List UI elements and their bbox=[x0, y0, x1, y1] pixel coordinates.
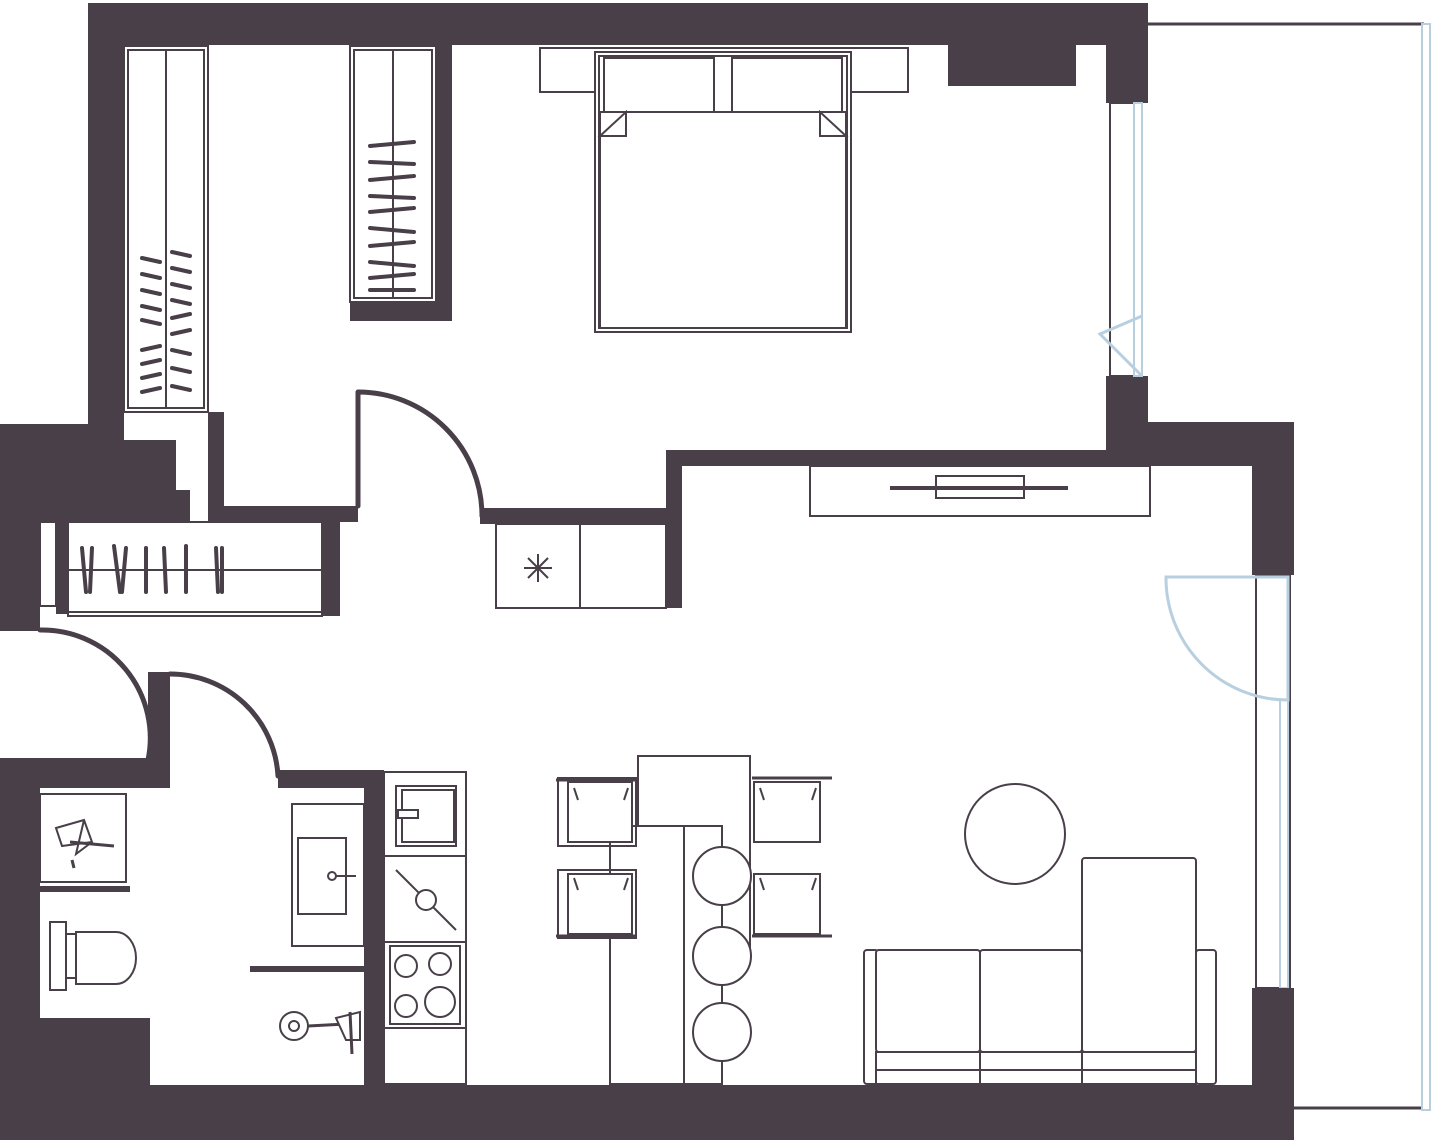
utility-cabinet bbox=[495, 523, 667, 609]
bar-stool bbox=[692, 846, 752, 906]
sink-icon bbox=[291, 803, 365, 947]
sofa-icon bbox=[863, 857, 1217, 1085]
tv-unit bbox=[809, 465, 1151, 517]
wardrobe-icon bbox=[349, 45, 437, 303]
bar-counter bbox=[609, 825, 685, 1085]
bedroom bbox=[123, 45, 909, 413]
sink-icon bbox=[383, 771, 467, 857]
chair-icon bbox=[752, 873, 832, 938]
chair-icon bbox=[556, 777, 637, 847]
door-swing-icon[interactable] bbox=[167, 671, 281, 779]
bar-stool bbox=[692, 1002, 752, 1062]
walls-overlay bbox=[0, 988, 1294, 1140]
door-swing-icon bbox=[1164, 575, 1290, 702]
wardrobe-icon bbox=[39, 521, 323, 617]
wardrobe-icon bbox=[123, 45, 209, 413]
door-swing-icon[interactable] bbox=[37, 627, 153, 763]
toilet-icon bbox=[49, 921, 137, 991]
bar-stool bbox=[692, 926, 752, 986]
hob-icon bbox=[383, 941, 467, 1029]
balcony-glazing bbox=[1421, 23, 1431, 1111]
bed-icon bbox=[539, 47, 909, 333]
chair-icon bbox=[752, 776, 832, 843]
shower-icon bbox=[39, 793, 127, 883]
living-area bbox=[809, 465, 1217, 1085]
bathroom bbox=[39, 793, 365, 1055]
dining-area bbox=[556, 755, 832, 1085]
dishwasher bbox=[383, 855, 467, 943]
hallway bbox=[37, 389, 667, 779]
towel-dryer bbox=[279, 1010, 361, 1055]
round-table bbox=[964, 783, 1066, 885]
kitchen bbox=[383, 771, 467, 1085]
chair-icon bbox=[556, 869, 637, 939]
door-swing-icon bbox=[1097, 314, 1144, 378]
door-swing-icon[interactable] bbox=[355, 389, 485, 519]
bedroom-window bbox=[1097, 102, 1144, 378]
balcony bbox=[1148, 22, 1431, 1111]
